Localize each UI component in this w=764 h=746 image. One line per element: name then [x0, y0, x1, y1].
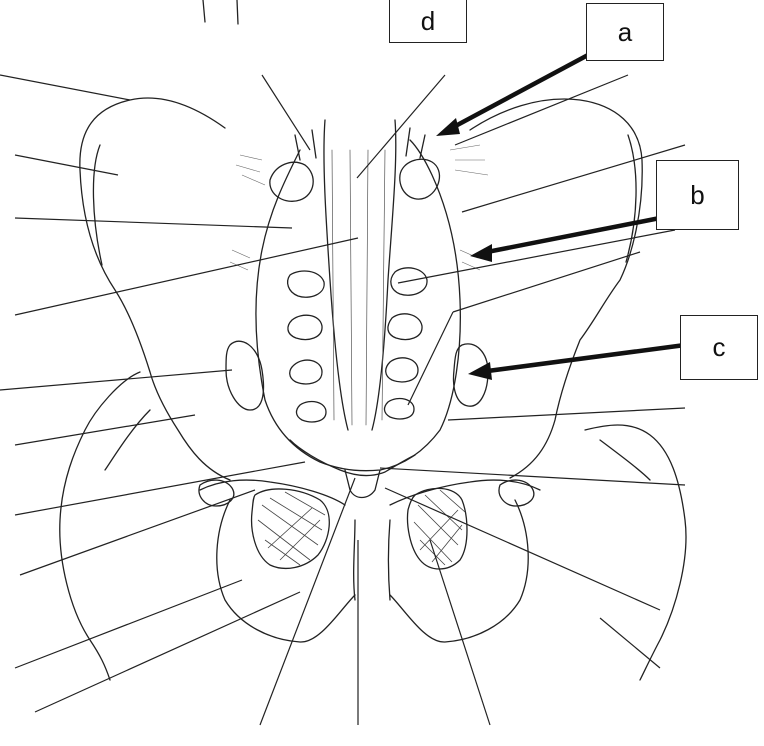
sacrum	[256, 140, 461, 471]
left-obturator-foramen	[252, 489, 330, 568]
arrow-c	[480, 345, 685, 372]
bold-arrows	[448, 55, 685, 372]
arrow-b	[482, 218, 660, 253]
label-d: d	[421, 6, 435, 37]
label-c: c	[713, 332, 726, 363]
arrow-a	[448, 55, 588, 130]
label-a: a	[618, 17, 632, 48]
label-b: b	[690, 180, 704, 211]
label-box-d: d	[389, 0, 467, 43]
left-femur-outline	[60, 372, 140, 680]
label-box-b: b	[656, 160, 739, 230]
label-box-c: c	[680, 315, 758, 380]
right-femur-outline	[585, 425, 686, 680]
spine-stub	[203, 0, 238, 24]
arrowhead-b	[470, 244, 492, 262]
right-ilium	[470, 99, 642, 478]
arrowhead-c	[468, 362, 492, 380]
arrowhead-a	[436, 118, 460, 136]
left-ilium	[80, 98, 230, 480]
label-box-a: a	[586, 3, 664, 61]
